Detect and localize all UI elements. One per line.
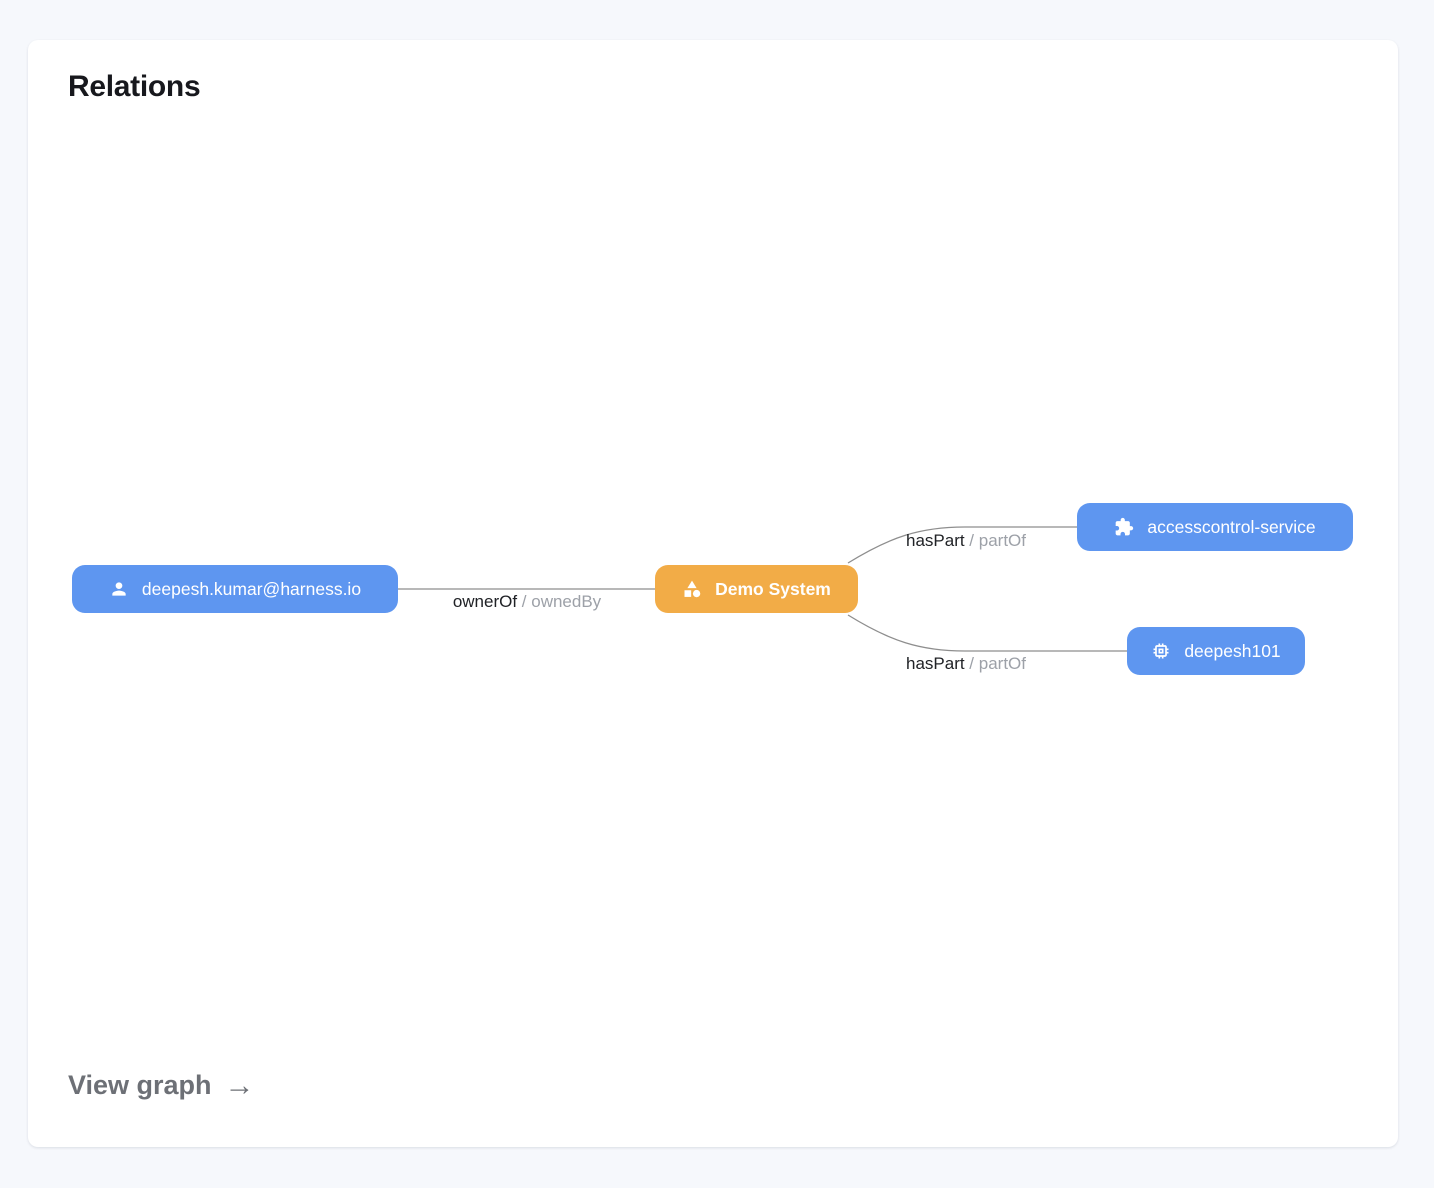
relations-card: Relations deepesh.kumar@harness.io Demo … (28, 40, 1398, 1147)
edge-label-separator: / (517, 592, 532, 611)
edge-label-haspart-service: hasPart / partOf (906, 531, 1026, 551)
node-deepesh101[interactable]: deepesh101 (1127, 627, 1305, 675)
chip-icon (1151, 641, 1171, 661)
edge-label-ownerof: ownerOf / ownedBy (453, 592, 601, 612)
edge-haspart-component (847, 614, 1127, 652)
node-demo-system[interactable]: Demo System (655, 565, 858, 613)
edge-label-secondary: partOf (978, 531, 1027, 550)
shapes-category-icon (682, 579, 702, 599)
node-label: Demo System (715, 578, 831, 599)
edge-label-secondary: partOf (978, 654, 1027, 673)
puzzle-piece-icon (1114, 517, 1134, 537)
node-label: deepesh.kumar@harness.io (141, 578, 362, 599)
node-accesscontrol-service[interactable]: accesscontrol-service (1077, 503, 1353, 551)
edge-label-haspart-component: hasPart / partOf (906, 654, 1026, 674)
relations-graph: deepesh.kumar@harness.io Demo System acc… (28, 40, 1398, 1147)
edge-label-separator: / (964, 531, 979, 550)
card-title: Relations (68, 70, 201, 103)
view-graph-label: View graph (68, 1070, 212, 1100)
edge-label-secondary: ownedBy (531, 592, 602, 611)
user-icon (109, 579, 129, 599)
graph-edges (398, 526, 1127, 652)
view-graph-link[interactable]: View graph → (68, 1070, 255, 1101)
node-label: deepesh101 (1184, 640, 1281, 661)
node-user[interactable]: deepesh.kumar@harness.io (72, 565, 398, 613)
edge-label-separator: / (964, 654, 979, 673)
edge-haspart-service (847, 526, 1077, 564)
node-label: accesscontrol-service (1147, 516, 1316, 537)
edge-label-primary: hasPart (905, 654, 965, 673)
edge-label-primary: hasPart (905, 531, 965, 550)
edge-label-primary: ownerOf (452, 592, 518, 611)
arrow-right-icon: → (224, 1068, 255, 1102)
